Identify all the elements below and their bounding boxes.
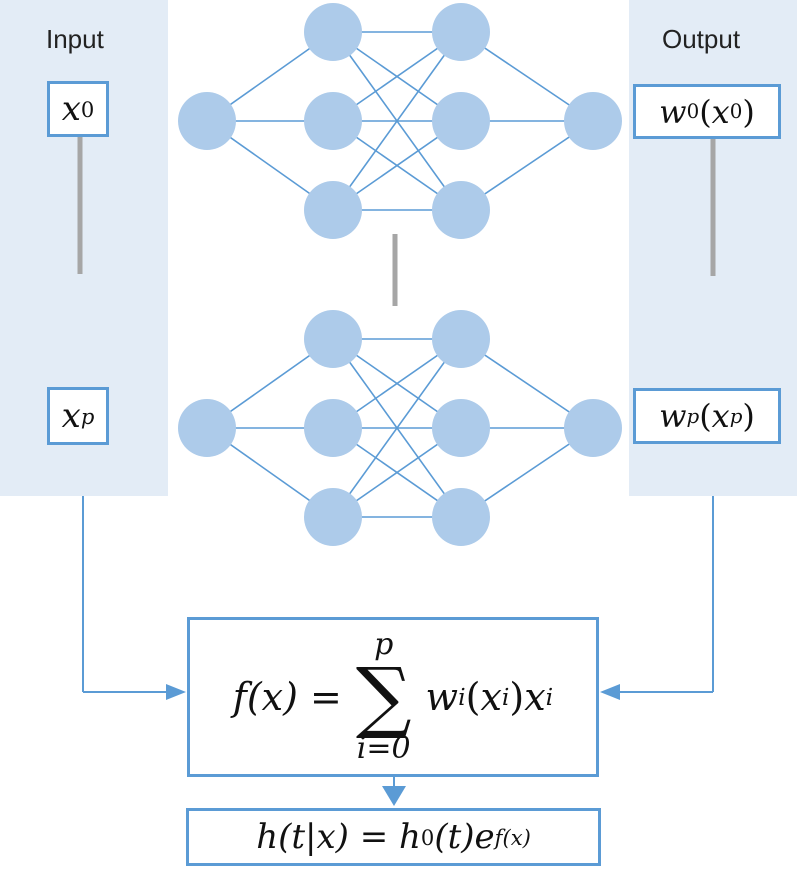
output-wp-w: w [659, 397, 687, 435]
output-wp-wsub: p [686, 404, 700, 428]
network-bottom-hidden1-node [304, 488, 362, 546]
sum-upper-limit: p [374, 626, 394, 662]
summation: p ∑ i=0 [355, 626, 412, 767]
input-x0-var: x [61, 89, 81, 129]
term-paren-sub: i [501, 683, 510, 711]
network-bottom-output-node [564, 399, 622, 457]
output-w0-xsub: 0 [729, 100, 743, 123]
network-top-input-node [178, 92, 236, 150]
input-x0-sub: 0 [80, 96, 95, 122]
hazard-arg: (t) [434, 817, 475, 857]
output-wp-xsub: p [729, 404, 743, 428]
network-bottom-hidden2-node [432, 310, 490, 368]
input-xp-var: x [61, 396, 81, 436]
output-w0-w: w [659, 92, 687, 131]
network-top-output-node [564, 92, 622, 150]
network-top-hidden1-node [304, 181, 362, 239]
output-flow-arrowhead [600, 684, 620, 700]
term-x: x [524, 675, 546, 719]
hazard-exponent: f(x) [494, 824, 531, 850]
network-bottom-hidden1-node [304, 310, 362, 368]
hazard-h: h [399, 817, 421, 857]
term-x-sub: i [545, 683, 554, 711]
term-w-sub: i [458, 683, 466, 711]
input-flow-arrowhead [166, 684, 186, 700]
sum-to-hazard-arrowhead [382, 786, 406, 806]
output-wp-x: x [711, 397, 730, 435]
sum-lower-limit: i=0 [356, 731, 411, 767]
network-top-hidden2-node [432, 3, 490, 61]
network-bottom-hidden1-node [304, 399, 362, 457]
network-bottom-hidden2-node [432, 488, 490, 546]
input-xp-sub: p [80, 403, 95, 429]
network-top-hidden2-node [432, 181, 490, 239]
output-label: Output [662, 24, 741, 54]
hazard-e: e [474, 817, 495, 857]
hazard-lhs: h(t|x) = [256, 817, 389, 857]
network-top-hidden1-node [304, 92, 362, 150]
term-w: w [425, 675, 459, 719]
hazard-h-sub: 0 [420, 824, 435, 850]
output-w0-x: x [711, 92, 730, 131]
network-top-hidden2-node [432, 92, 490, 150]
formula-lhs: f(x) = [232, 675, 342, 719]
output-w0-wsub: 0 [686, 100, 700, 123]
network-top-hidden1-node [304, 3, 362, 61]
network-bottom-input-node [178, 399, 236, 457]
input-label: Input [46, 24, 104, 54]
network-bottom-hidden2-node [432, 399, 490, 457]
sum-symbol: ∑ [355, 651, 412, 742]
network-top-edge [332, 31, 462, 211]
network-bottom-edge [332, 338, 462, 518]
term-paren-x: x [480, 675, 502, 719]
